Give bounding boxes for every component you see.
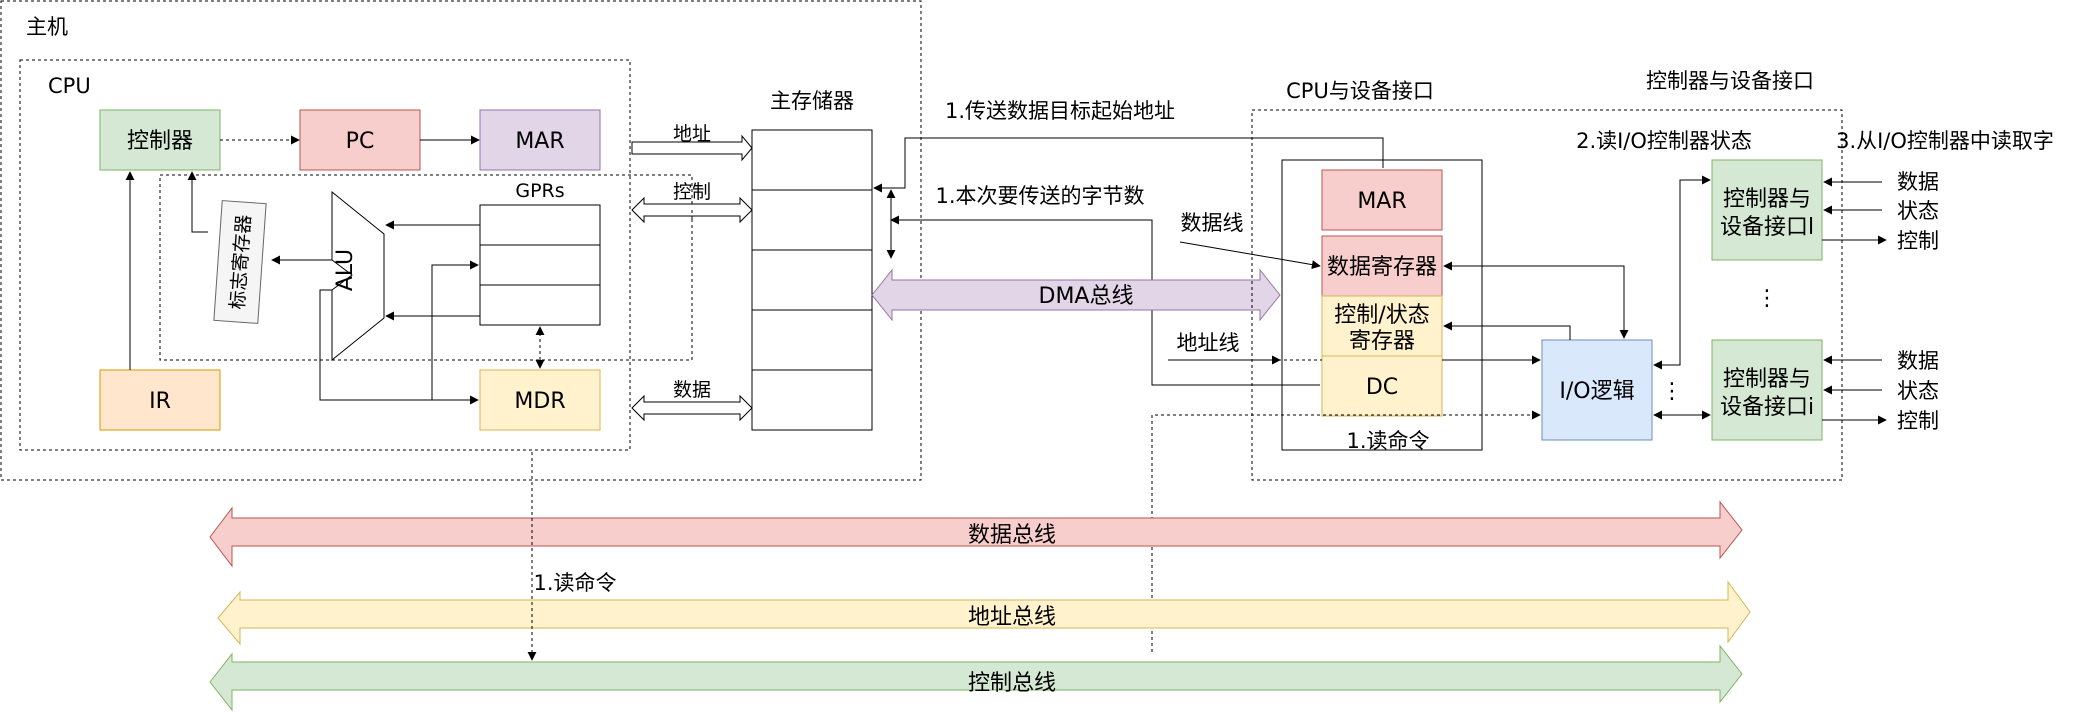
device1-data-label: 数据 bbox=[1897, 170, 1939, 194]
ctrl-status-register bbox=[1321, 295, 1443, 357]
device2-data-label: 数据 bbox=[1897, 349, 1939, 373]
address-bus-label: 地址总线 bbox=[968, 605, 1056, 630]
device-interface-box-1 bbox=[1711, 159, 1823, 261]
read-status-step-label: 2.读I/O控制器状态 bbox=[1576, 129, 1752, 153]
cpu-device-interface-label: CPU与设备接口 bbox=[1286, 79, 1434, 103]
data-bus bbox=[209, 500, 1743, 568]
io-logic bbox=[1541, 339, 1653, 441]
device-interface-1-label2: 设备接口l bbox=[1720, 215, 1814, 240]
interface-read-command-label: 1.读命令 bbox=[1346, 429, 1429, 453]
dma-mar-label: MAR bbox=[1357, 189, 1406, 214]
io-dots: ⋮ bbox=[1661, 379, 1683, 404]
device2-status-label: 状态 bbox=[1897, 379, 1939, 403]
read-command-dashed-line bbox=[1151, 410, 1541, 652]
device-interface-2-label1: 控制器与 bbox=[1723, 367, 1811, 392]
io-ctrlstatus-arrow bbox=[1443, 321, 1571, 340]
dc-register bbox=[1321, 355, 1443, 417]
dma-byte-count-label: 1.本次要传送的字节数 bbox=[935, 184, 1144, 208]
cpu-mar bbox=[479, 109, 601, 171]
cpu-boundary bbox=[19, 59, 631, 451]
cpu-mar-label: MAR bbox=[515, 129, 564, 154]
pc-register bbox=[299, 109, 421, 171]
data-register bbox=[1321, 235, 1443, 297]
gprs-label: GPRs bbox=[515, 180, 564, 202]
flag-register bbox=[213, 200, 267, 324]
mdr-gpr-arrow bbox=[431, 260, 479, 400]
host-boundary bbox=[0, 0, 922, 481]
device-interface-dots: ⋮ bbox=[1756, 286, 1778, 311]
device1-status-label: 状态 bbox=[1897, 199, 1939, 223]
ctrl-status-register-label2: 寄存器 bbox=[1349, 329, 1415, 354]
control-bus bbox=[209, 644, 1743, 712]
data-label: 数据 bbox=[673, 379, 711, 401]
address-bus bbox=[217, 580, 1751, 646]
cpu-mdr bbox=[479, 369, 601, 431]
memory-label: 主存储器 bbox=[770, 89, 854, 113]
gprs-block bbox=[479, 204, 601, 326]
controller-device-interface-label: 控制器与设备接口 bbox=[1646, 69, 1814, 93]
address-label: 地址 bbox=[673, 123, 711, 145]
ctrl-status-register-label1: 控制/状态 bbox=[1334, 303, 1429, 328]
ir-register bbox=[99, 369, 221, 431]
io-device1-link bbox=[1653, 175, 1711, 370]
cpu-label: CPU bbox=[48, 74, 91, 98]
dma-start-address-label: 1.传送数据目标起始地址 bbox=[945, 99, 1175, 123]
dc-label: DC bbox=[1366, 375, 1398, 400]
ir-label: IR bbox=[149, 389, 171, 414]
alu-mdr-arrow bbox=[319, 289, 479, 405]
controller-block bbox=[99, 109, 221, 171]
address-hollow-arrow bbox=[631, 134, 753, 162]
device-interface-2-label2: 设备接口i bbox=[1720, 395, 1814, 420]
read-word-step-label: 3.从I/O控制器中读取字 bbox=[1836, 129, 2054, 153]
data-bus-label: 数据总线 bbox=[968, 523, 1056, 548]
controller-loop bbox=[159, 174, 693, 361]
data-register-label: 数据寄存器 bbox=[1327, 255, 1437, 280]
device-interface-1-label1: 控制器与 bbox=[1723, 187, 1811, 212]
data-line-label: 数据线 bbox=[1181, 211, 1244, 235]
controller-label: 控制器 bbox=[127, 129, 193, 154]
cpu-read-command-label: 1.读命令 bbox=[533, 571, 616, 595]
datareg-io-link bbox=[1443, 261, 1629, 339]
pc-label: PC bbox=[346, 129, 375, 154]
address-line-label: 地址线 bbox=[1177, 331, 1240, 355]
main-memory bbox=[751, 129, 873, 431]
io-logic-label: I/O逻辑 bbox=[1559, 379, 1634, 404]
device2-control-label: 控制 bbox=[1897, 409, 1939, 433]
dma-start-address-line bbox=[873, 137, 1384, 193]
control-label: 控制 bbox=[673, 181, 711, 203]
data-line-arrow bbox=[1179, 241, 1321, 270]
dma-bus bbox=[871, 268, 1281, 322]
cpu-mdr-label: MDR bbox=[514, 389, 565, 414]
alu-unit bbox=[331, 190, 385, 362]
control-bus-label: 控制总线 bbox=[968, 671, 1056, 696]
dma-bus-label: DMA总线 bbox=[1039, 284, 1134, 309]
alu-label: ALU bbox=[333, 249, 358, 291]
cpu-device-interface-boundary bbox=[1251, 109, 1843, 481]
dma-mar bbox=[1321, 169, 1443, 231]
device1-control-label: 控制 bbox=[1897, 229, 1939, 253]
device-interface-box-2 bbox=[1711, 339, 1823, 441]
host-label: 主机 bbox=[26, 15, 68, 39]
flag-controller-arrow bbox=[187, 171, 208, 233]
